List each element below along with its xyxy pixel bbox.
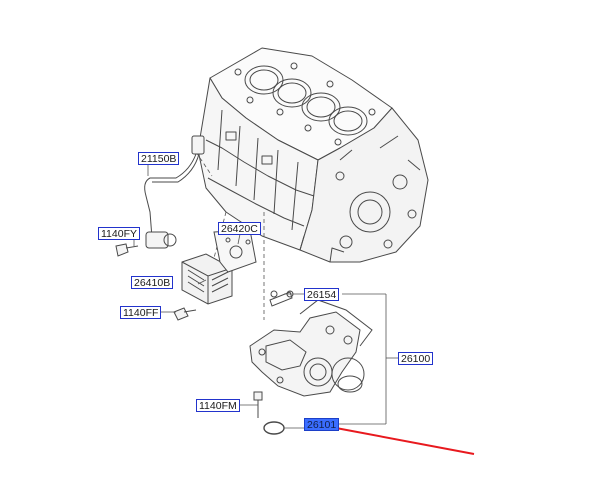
part-label-21150b[interactable]: 21150B	[138, 152, 180, 165]
part-label-26100[interactable]: 26100	[398, 352, 434, 365]
part-label-1140fm[interactable]: 1140FM	[196, 399, 240, 412]
knock-sensor-drawing	[144, 135, 205, 249]
o-ring-drawing	[263, 421, 285, 435]
part-label-26420c[interactable]: 26420C	[218, 222, 261, 235]
part-label-26154[interactable]: 26154	[304, 288, 340, 301]
label-leaders	[133, 164, 398, 429]
part-label-1140fy[interactable]: 1140FY	[98, 227, 140, 240]
bolts-drawing	[115, 243, 263, 418]
pointer-arrow	[327, 422, 475, 455]
part-label-26101-selected[interactable]: 26101	[304, 418, 340, 431]
oil-cooler-drawing	[181, 229, 257, 305]
part-label-26410b[interactable]: 26410B	[131, 276, 174, 289]
oil-pump-drawing	[249, 290, 373, 397]
part-label-1140ff[interactable]: 1140FF	[120, 306, 162, 319]
engine-block-drawing	[197, 47, 429, 263]
